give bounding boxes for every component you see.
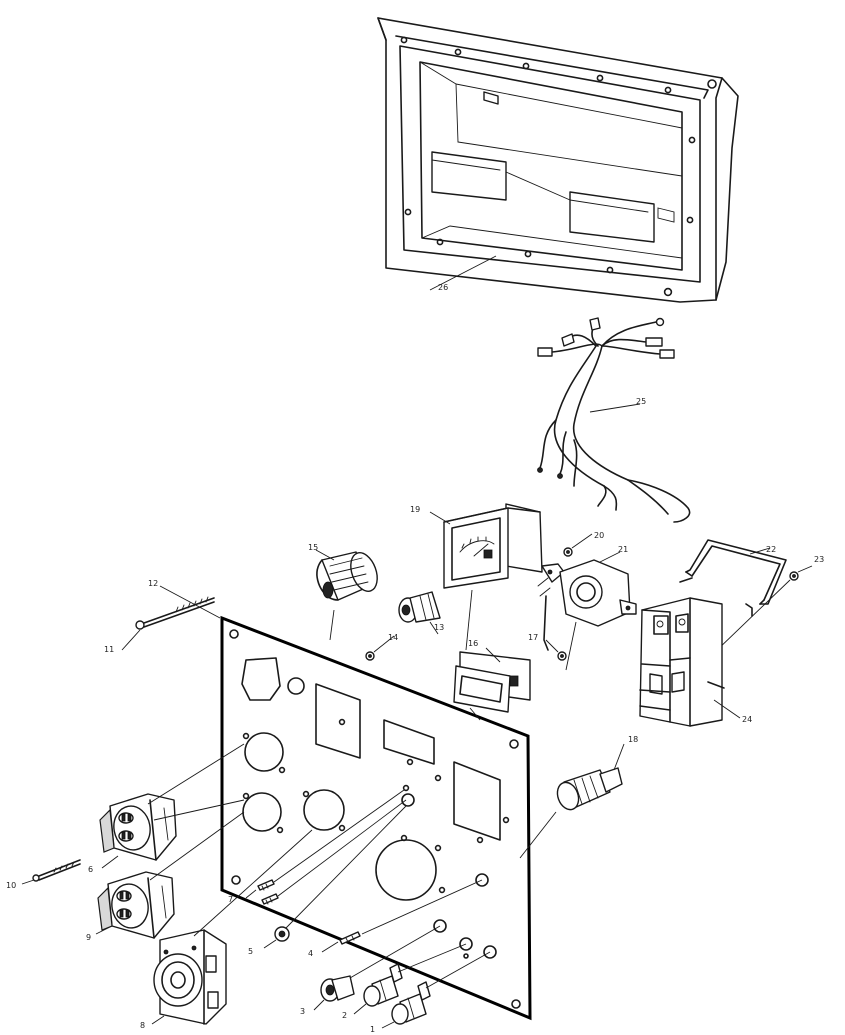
callout-24: 24 <box>742 715 752 724</box>
callout-16: 16 <box>468 639 478 648</box>
part-12-leader: 12 <box>148 579 221 619</box>
part-19-voltmeter: 19 <box>410 503 543 651</box>
part-5-nut: 5 <box>248 805 407 956</box>
callout-23: 23 <box>814 555 824 564</box>
callout-12: 12 <box>148 579 158 588</box>
part-18-fuse-holder: 18 <box>519 735 638 859</box>
callout-17: 17 <box>528 633 538 642</box>
part-11-long-screw: 11 <box>104 596 215 654</box>
part-3-knob: 3 <box>300 925 441 1016</box>
part-13-small-switch: 13 <box>398 591 444 635</box>
part-6-duplex-outlet: 6 <box>88 743 245 874</box>
part-15-rotary-switch: 15 <box>308 543 378 641</box>
callout-20: 20 <box>594 531 604 540</box>
callout-5: 5 <box>248 947 253 956</box>
part-20-nut: 20 <box>563 531 604 557</box>
part-4-bolt: 4 <box>308 879 483 958</box>
part-26-control-box-housing: 26 <box>377 17 739 303</box>
part-22-mounting-bracket: 22 <box>679 539 787 617</box>
callout-22: 22 <box>766 545 776 554</box>
callout-19: 19 <box>410 505 420 514</box>
callout-10: 10 <box>6 881 16 890</box>
callout-26: 26 <box>438 283 448 292</box>
callout-21: 21 <box>618 545 628 554</box>
callout-25: 25 <box>636 397 646 406</box>
part-25-wiring-harness: 25 <box>537 317 691 523</box>
callout-1: 1 <box>370 1025 375 1034</box>
callout-7: 7 <box>228 895 233 904</box>
callout-2: 2 <box>342 1011 347 1020</box>
callout-11: 11 <box>104 645 114 654</box>
callout-15: 15 <box>308 543 318 552</box>
callout-6: 6 <box>88 865 93 874</box>
part-1-terminal: 1 <box>370 951 491 1034</box>
part-8-twist-lock-outlet: 8 <box>140 829 313 1030</box>
callout-14: 14 <box>388 633 398 642</box>
front-panel <box>220 615 532 1021</box>
part-24-circuit-breaker: 24 <box>639 597 752 727</box>
part-17-nut: 17 <box>528 633 567 661</box>
callout-4: 4 <box>308 949 313 958</box>
part-7-screws: 7 <box>228 789 407 905</box>
part-10-screw: 10 <box>6 859 81 890</box>
callout-8: 8 <box>140 1021 145 1030</box>
part-21-ac-socket: 21 <box>537 545 637 671</box>
callout-18: 18 <box>628 735 638 744</box>
callout-13: 13 <box>434 623 444 632</box>
part-16-hour-meter: 16 <box>453 639 531 721</box>
part-9-duplex-outlet: 9 <box>86 811 245 942</box>
part-2-terminal: 2 <box>342 943 467 1020</box>
callout-9: 9 <box>86 933 91 942</box>
part-14-nut: 14 <box>365 633 398 661</box>
callout-3: 3 <box>300 1007 305 1016</box>
